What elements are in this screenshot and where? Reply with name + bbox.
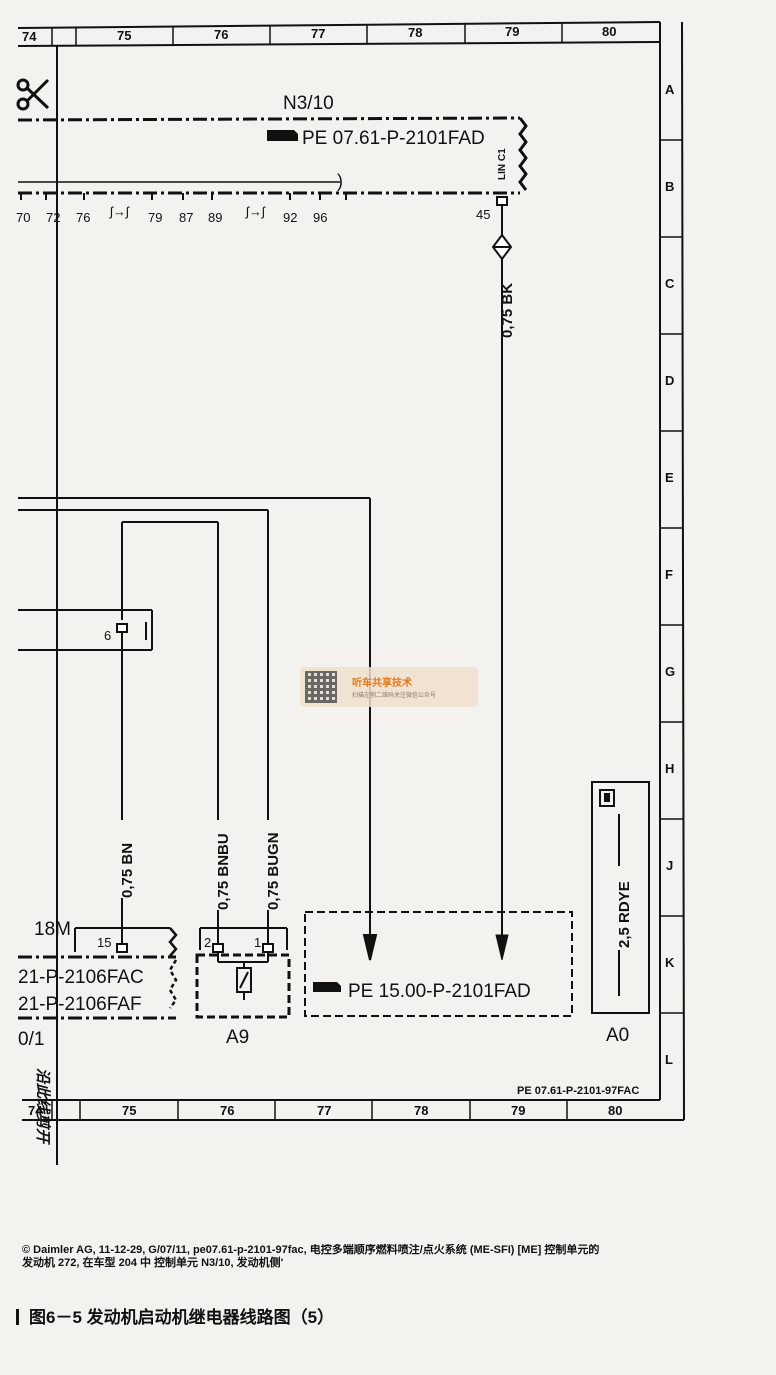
splice-pin-6: 6 (104, 628, 111, 643)
splice-box (18, 609, 153, 820)
qr-code-icon (305, 671, 337, 703)
row-j: J (666, 858, 673, 873)
row-d: D (665, 373, 674, 388)
component-18m-label: 0/1 (18, 1029, 44, 1050)
wire-label-bn: 0,75 BN (119, 843, 136, 898)
a9-name: A9 (226, 1027, 249, 1048)
pe15-box (304, 911, 573, 1017)
pin-45: 45 (476, 207, 490, 222)
bk-wire (491, 196, 513, 961)
pe15-book-ref-icon (313, 982, 341, 992)
bottom-column-numbers: 74 75 76 77 78 79 80 (28, 1103, 622, 1118)
bottom-column-ticks (51, 1100, 568, 1120)
n3-10-ref: PE 07.61-P-2101FAD (302, 128, 485, 149)
pin-76: 76 (76, 210, 90, 225)
n3-10-connector-label: LIN C1 (497, 148, 508, 180)
col-74-top: 74 (22, 29, 37, 44)
component-18m-pin-15: 15 (97, 935, 111, 950)
jump-symbol-2: ʃ→ʃ (245, 204, 266, 219)
n3-10-top-border (17, 116, 521, 122)
component-18m-ref-2: 21-P-2106FAF (18, 994, 142, 1015)
row-k: K (665, 955, 675, 970)
row-b: B (665, 179, 674, 194)
a9-pin-2: 2 (204, 935, 211, 950)
component-a0 (591, 781, 650, 1014)
n3-10-control-unit: N3/10 PE 07.61-P-2101FAD ) LIN C1 70 72 … (16, 93, 528, 225)
n3-10-name: N3/10 (283, 93, 334, 114)
col-74-bottom: 74 (28, 1103, 43, 1118)
pin-92: 92 (283, 210, 297, 225)
top-column-numbers: 74 75 76 77 78 79 80 (22, 24, 616, 44)
pin-96: 96 (313, 210, 327, 225)
pin-79: 79 (148, 210, 162, 225)
top-grid-header (17, 21, 685, 1121)
col-77-top: 77 (311, 26, 325, 41)
watermark-subtitle: 扫描左侧二维码关注微信公众号 (352, 693, 437, 699)
a0-name: A0 (606, 1025, 629, 1046)
pe15-ref: PE 15.00-P-2101FAD (348, 981, 531, 1002)
scissors-icon (16, 78, 50, 111)
row-g: G (665, 664, 675, 679)
col-80-bottom: 80 (608, 1103, 622, 1118)
n3-10-inner-bracket: ) (337, 171, 343, 191)
caption-bar (16, 1309, 19, 1325)
component-18m-ref-1: 21-P-2106FAC (18, 967, 144, 988)
pin-87: 87 (179, 210, 193, 225)
component-18m (18, 927, 178, 1020)
component-a9 (195, 927, 291, 1019)
n3-10-break-zigzag (518, 117, 528, 191)
col-76-top: 76 (214, 27, 228, 42)
a0-icon-fill (604, 793, 610, 802)
a0-wire-label: 2,5 RDYE (616, 881, 633, 948)
lower-vertical-wires (121, 898, 269, 944)
col-78-top: 78 (408, 25, 422, 40)
row-c: C (665, 276, 675, 291)
wire-label-bk: 0,75 BK (499, 283, 516, 338)
book-ref-icon (267, 130, 298, 141)
top-column-ticks (51, 23, 563, 46)
col-78-bottom: 78 (414, 1103, 428, 1118)
a9-pin-1: 1 (254, 935, 261, 950)
watermark-banner: 听车共享技术 扫描左侧二维码关注微信公众号 (300, 667, 478, 707)
component-18m-name: 18M (34, 919, 71, 940)
row-f: F (665, 567, 673, 582)
wire-label-bugn: 0,75 BUGN (265, 832, 282, 910)
copyright-footer: © Daimler AG, 11-12-29, G/07/11, pe07.61… (22, 1244, 772, 1270)
sheet-reference: PE 07.61-P-2101-97FAC (517, 1085, 639, 1097)
copyright-line-2: 发动机 272, 在车型 204 中 控制单元 N3/10, 发动机侧' (22, 1257, 284, 1269)
copyright-line-1: © Daimler AG, 11-12-29, G/07/11, pe07.61… (22, 1244, 600, 1256)
col-77-bottom: 77 (317, 1103, 331, 1118)
watermark-title: 听车共享技术 (352, 678, 412, 689)
cut-line-label: 沿此线剪开 (34, 1068, 51, 1146)
pin-70: 70 (16, 210, 30, 225)
col-80-top: 80 (602, 24, 616, 39)
figure-caption-text: 图6－5 发动机启动机继电器线路图（5） (29, 1308, 335, 1327)
wire-label-bnbu: 0,75 BNBU (215, 833, 232, 910)
row-l: L (665, 1052, 673, 1067)
row-h: H (665, 761, 674, 776)
col-75-top: 75 (117, 28, 131, 43)
pin-89: 89 (208, 210, 222, 225)
jump-symbol-1: ʃ→ʃ (109, 204, 130, 219)
col-79-bottom: 79 (511, 1103, 525, 1118)
wiring-diagram: 74 75 76 77 78 79 80 A B C D E F G H J K… (16, 21, 685, 1165)
pin-72: 72 (46, 210, 60, 225)
row-e: E (665, 470, 674, 485)
col-79-top: 79 (505, 24, 519, 39)
row-a: A (665, 82, 675, 97)
feed-wires (18, 497, 378, 961)
col-76-bottom: 76 (220, 1103, 234, 1118)
col-75-bottom: 75 (122, 1103, 136, 1118)
n3-10-pin-ticks (20, 193, 347, 200)
bottom-grid-footer (22, 1099, 684, 1121)
row-ticks (660, 139, 683, 1014)
figure-caption: 图6－5 发动机启动机继电器线路图（5） (16, 1303, 334, 1328)
row-letters: A B C D E F G H J K L (665, 82, 675, 1067)
